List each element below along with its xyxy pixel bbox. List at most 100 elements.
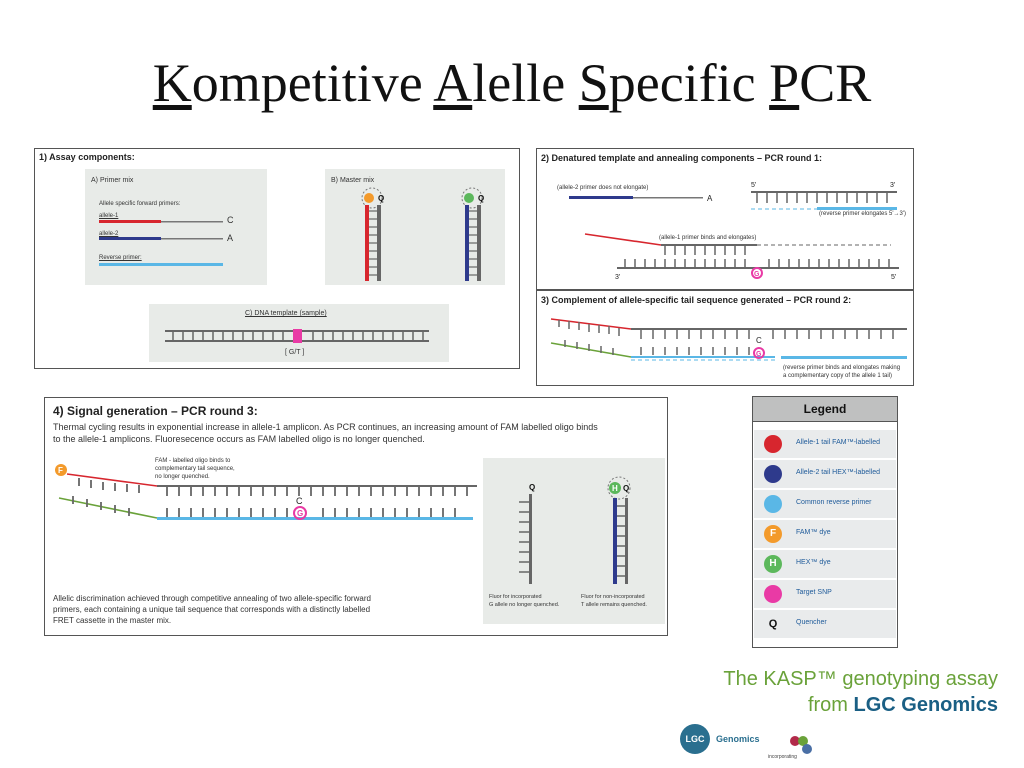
panel4-bottom-line3: FRET cassette in the master mix. [53,616,172,625]
legend-item-reverse: Common reverse primer [754,490,896,518]
snp-g-round3 [293,506,307,520]
primer-mix-diagram [99,220,223,266]
red-circle-icon [764,435,782,453]
legend-label-fam: FAM™ dye [796,529,831,536]
allele2-blue-primer [99,237,161,240]
panel1-heading: 1) Assay components: [39,152,135,162]
allele1-grey-primer [161,221,223,223]
target-snp-marker [293,329,302,343]
reverse-binds-note-1: (reverse primer binds and elongates maki… [783,365,901,371]
allele2-grey-primer [161,238,223,240]
snp-gt-label: [ G/T ] [285,349,305,356]
legend-label-reverse: Common reverse primer [796,499,872,506]
reverse-primer-label: Reverse primer: [99,255,142,261]
snp-g-round1 [751,267,763,279]
panel3-heading: 3) Complement of allele-specific tail se… [541,295,852,305]
incorporating-label: incorporating [768,754,797,760]
svg-text:C: C [756,336,762,345]
branding-line2: from LGC Genomics [807,694,998,716]
hex-dye-dot [464,193,474,203]
fluor-nonincorporated-1: Fluor for non-incorporated [581,594,645,600]
svg-text:F: F [58,466,63,475]
fam-binds-note-3: no longer quenched. [155,474,210,480]
signal-generation-diagram: F G [55,464,477,520]
panel4-bottom-line1: Allelic discrimination achieved through … [53,594,371,603]
legend-label-quencher: Quencher [796,619,827,626]
pcr-round2-panel: 3) Complement of allele-specific tail se… [536,290,914,386]
fam-dye-icon: F [764,525,782,543]
panel4-text-line2: to the allele-1 amplicons. Fluoresecence… [53,434,425,444]
pcr-round2-diagram: G C [550,318,907,361]
dna-template-diagram [165,329,429,343]
legend-item-hex: H HEX™ dye [754,550,896,578]
lgc-logo: LGC [680,724,710,754]
legend-label-allele1: Allele-1 tail FAM™-labelled [796,439,881,446]
panel4-bottom-line2: primers, each containing a unique tail s… [53,605,371,614]
pink-circle-icon [764,585,782,603]
reverse-binds-note-2: a complementary copy of the allele 1 tai… [783,373,893,379]
allele-specific-label: Allele specific forward primers: [99,201,181,207]
allele2-label: allele-2 [99,231,119,237]
svg-text:G: G [754,271,760,278]
light-blue-circle-icon [764,495,782,513]
reverse-elongate-note: (reverse primer elongates 5'→3') [819,211,906,217]
quencher-icon: Q [768,618,778,630]
snp-g-round2 [753,347,765,359]
lgc-logo-word: Genomics [716,734,760,744]
legend-label-hex: HEX™ dye [796,559,831,566]
allele1-red-primer [99,220,161,223]
legend-box: Allele-1 tail FAM™-labelled Allele-2 tai… [752,421,898,648]
dna-template-label: C) DNA template (sample) [245,310,327,317]
legend-item-fam: F FAM™ dye [754,520,896,548]
legend-title: Legend [752,396,898,422]
branding-line1: The KASP™ genotyping assay [723,668,998,690]
svg-text:H: H [612,484,618,493]
svg-text:3': 3' [890,182,895,189]
svg-text:3': 3' [615,274,620,281]
assay-components-panel: 1) Assay components: A) Primer mix Allel… [34,148,520,369]
allele1-label: allele-1 [99,213,119,219]
svg-text:5': 5' [891,274,896,281]
signal-generation-panel: 4) Signal generation – PCR round 3: Ther… [44,397,668,636]
legend-label-snp: Target SNP [796,589,832,596]
legend-item-allele2: Allele-2 tail HEX™-labelled [754,460,896,488]
fret-cassette-box [483,458,665,624]
svg-text:Q: Q [623,484,629,493]
legend-item-allele1: Allele-1 tail FAM™-labelled [754,430,896,458]
svg-text:Q: Q [529,483,535,492]
allele1-binds-note: (allele-1 primer binds and elongates) [659,235,757,241]
fluor-nonincorporated-2: T allele remains quenched. [581,602,647,608]
fret-cassette-diagram: Q H Q [519,476,631,584]
fam-burst-dot [55,464,67,476]
allele1-snp-c: C [227,215,234,225]
legend-label-allele2: Allele-2 tail HEX™-labelled [796,469,881,476]
master-mix-diagram: Q Q [361,187,484,281]
reverse-primer-line [99,263,223,266]
allele2-snp-a: A [227,233,234,243]
svg-text:G: G [297,509,303,518]
legend-item-snp: Target SNP [754,580,896,608]
svg-text:C: C [296,496,303,506]
fam-binds-note-2: complementary tail sequence, [155,466,235,472]
legend-item-quencher: Q Quencher [754,610,896,638]
partner-logo [788,734,828,758]
hex-quenched-dot [609,482,621,494]
panel4-text-line1: Thermal cycling results in exponential i… [53,422,598,432]
pcr-round1-diagram: A 5' 3' G [569,182,899,281]
panel4-heading: 4) Signal generation – PCR round 3: [53,404,258,418]
panel2-heading: 2) Denatured template and annealing comp… [541,153,823,163]
primer-mix-label: A) Primer mix [91,177,134,184]
fam-dye-dot [364,193,374,203]
pcr-round1-panel: 2) Denatured template and annealing comp… [536,148,914,290]
hex-dye-icon: H [764,555,782,573]
svg-text:5': 5' [751,182,756,189]
slide-title: Kompetitive Alelle Specific PCR [152,53,872,113]
fluor-incorporated-2: G allele no longer quenched. [489,602,560,608]
fam-binds-note-1: FAM - labelled oligo binds to [155,458,231,464]
svg-text:Q: Q [478,194,484,203]
fluor-incorporated-1: Fluor for incorporated [489,594,542,600]
master-mix-label: B) Master mix [331,177,375,184]
blue-circle-icon [764,465,782,483]
svg-text:Q: Q [378,194,384,203]
svg-text:A: A [707,194,713,203]
